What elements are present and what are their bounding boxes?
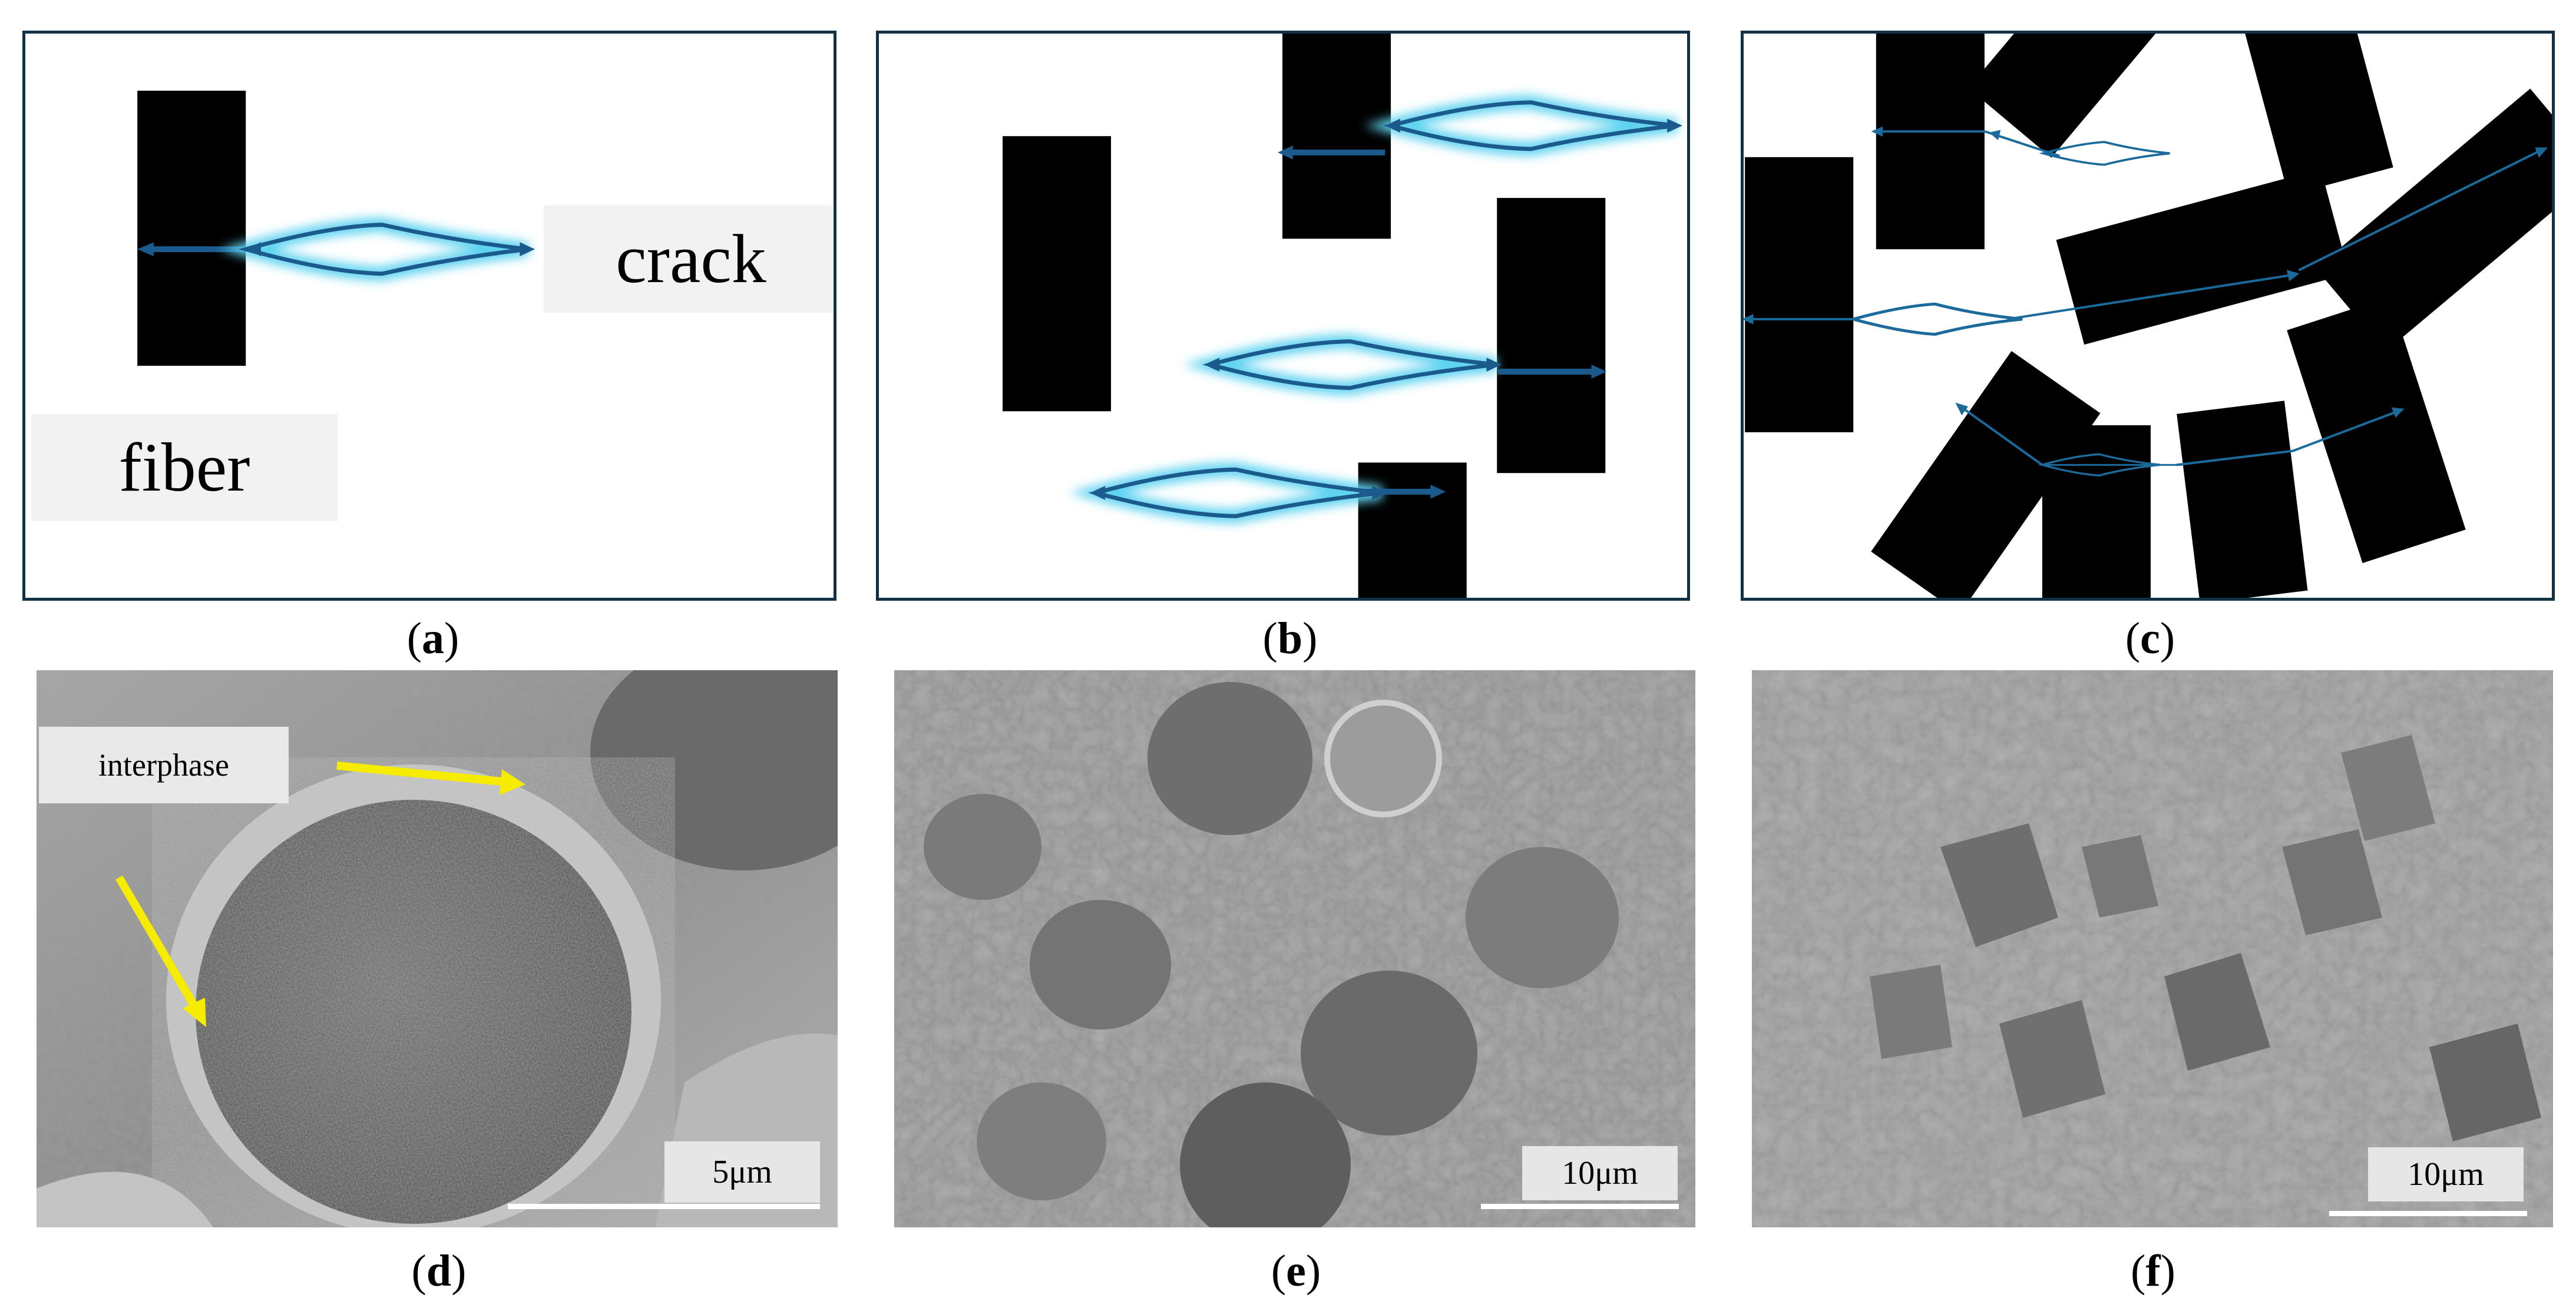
fiber	[2056, 168, 2349, 345]
scale-bar	[1481, 1204, 1679, 1209]
scale-label: 5μm	[664, 1141, 820, 1203]
panel-c-schematic	[1741, 31, 2555, 601]
crack-arrow	[137, 217, 535, 281]
panel-f-sem-image: 10μm	[1752, 670, 2553, 1227]
panel-c-drawing	[1744, 34, 2552, 598]
caption-b: (b)	[1262, 614, 1318, 663]
panel-d-sem-image: interphase 5μm	[37, 670, 838, 1227]
caption-f: (f)	[2131, 1246, 2175, 1296]
fiber	[2316, 88, 2552, 352]
fiber	[1871, 351, 2101, 598]
scale-bar	[508, 1204, 820, 1209]
panel-b-drawing	[1002, 34, 1687, 598]
crack-network	[1744, 126, 2548, 477]
caption-d: (d)	[411, 1246, 467, 1296]
crack-label: crack	[544, 206, 834, 313]
fiber	[1968, 34, 2201, 158]
fiber	[2042, 425, 2151, 598]
panel-a-drawing	[137, 90, 535, 366]
fiber-label: fiber	[31, 414, 338, 521]
caption-a: (a)	[406, 614, 459, 663]
yellow-arrow	[115, 875, 206, 1027]
crack-arrow	[1204, 342, 1607, 388]
caption-e: (e)	[1271, 1246, 1321, 1296]
panel-e-sem-image: 10μm	[894, 670, 1695, 1227]
caption-c: (c)	[2125, 614, 2175, 663]
fiber	[2177, 400, 2308, 598]
fiber	[137, 90, 246, 366]
interphase-label: interphase	[39, 727, 289, 803]
crack-arrow	[1090, 469, 1446, 516]
scale-label: 10μm	[1522, 1146, 1678, 1200]
sem-micrograph	[1752, 670, 2553, 1227]
fiber	[1876, 34, 1985, 250]
fiber	[2231, 34, 2393, 196]
fiber	[1282, 34, 1391, 239]
panel-a-schematic: crack fiber	[22, 31, 836, 601]
fiber	[1358, 462, 1467, 598]
fiber	[1745, 157, 1854, 432]
sem-micrograph	[37, 670, 838, 1227]
panel-b-schematic	[876, 31, 1690, 601]
crack-arrow	[1278, 102, 1682, 160]
yellow-arrow	[336, 762, 525, 795]
scale-bar	[2329, 1211, 2527, 1216]
sem-micrograph	[894, 670, 1695, 1227]
fiber	[2287, 296, 2466, 564]
fiber	[1497, 198, 1606, 474]
fiber	[1002, 136, 1112, 412]
scale-label: 10μm	[2368, 1147, 2524, 1201]
